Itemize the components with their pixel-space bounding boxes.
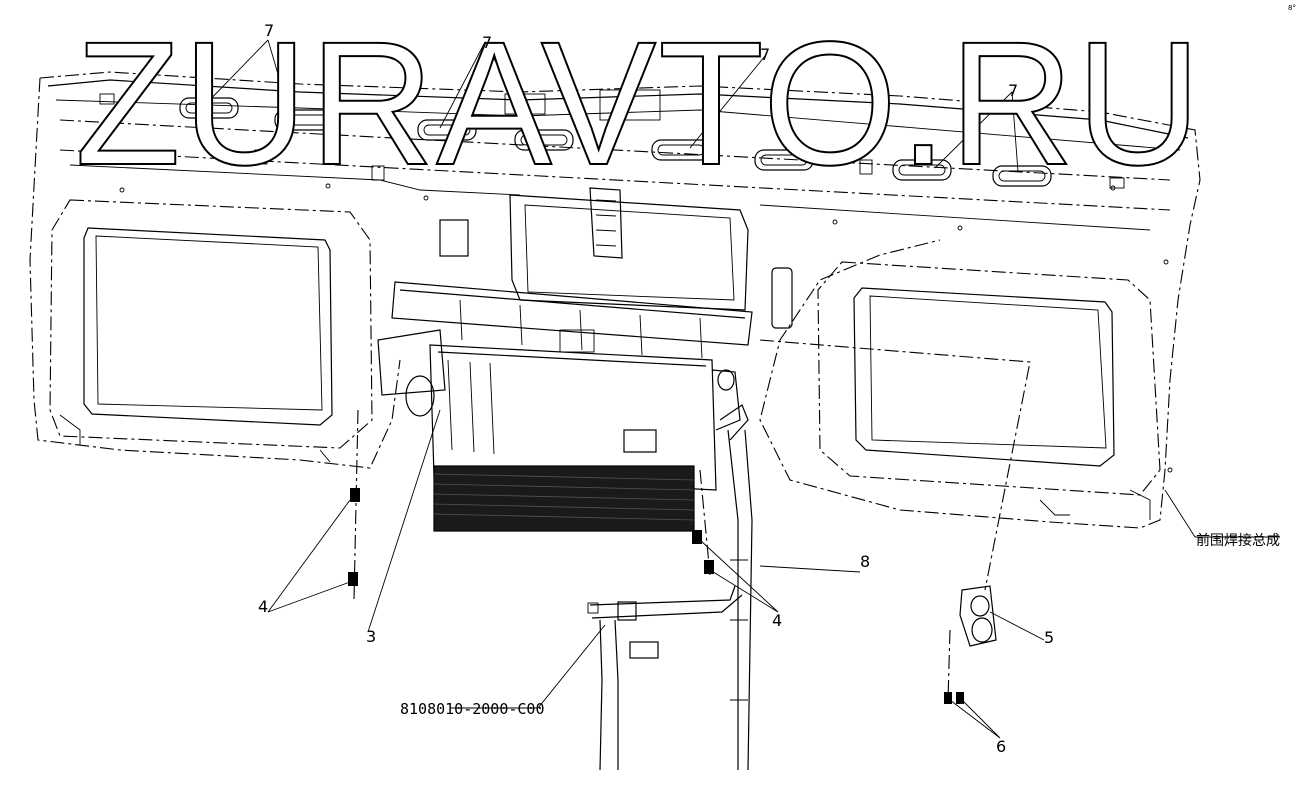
callout-7-b: 7 (482, 33, 492, 52)
callout-3: 3 (366, 627, 376, 646)
callout-7-d: 7 (1008, 81, 1018, 100)
callout-4-right: 4 (772, 611, 782, 630)
corner-mark: 8° (1288, 4, 1296, 12)
pipe-assembly (587, 429, 753, 771)
callout-5: 5 (1044, 628, 1054, 647)
front-panel-weld-assembly (29, 71, 1201, 529)
callout-7-c: 7 (760, 45, 770, 64)
callout-4-left: 4 (258, 597, 268, 616)
callout-6: 6 (996, 737, 1006, 756)
watermark-text: ZURAVTO.RU (75, 6, 1203, 202)
assembly-label: 前围焊接总成 (1196, 532, 1280, 549)
callout-7-a: 7 (264, 21, 274, 40)
leader-lines (199, 39, 1280, 739)
fasteners (348, 339, 1031, 704)
part-number-label: 8108010-2000-C00 (400, 700, 545, 718)
callout-8: 8 (860, 552, 870, 571)
heater-unit (377, 267, 793, 532)
cover-part (959, 585, 997, 647)
